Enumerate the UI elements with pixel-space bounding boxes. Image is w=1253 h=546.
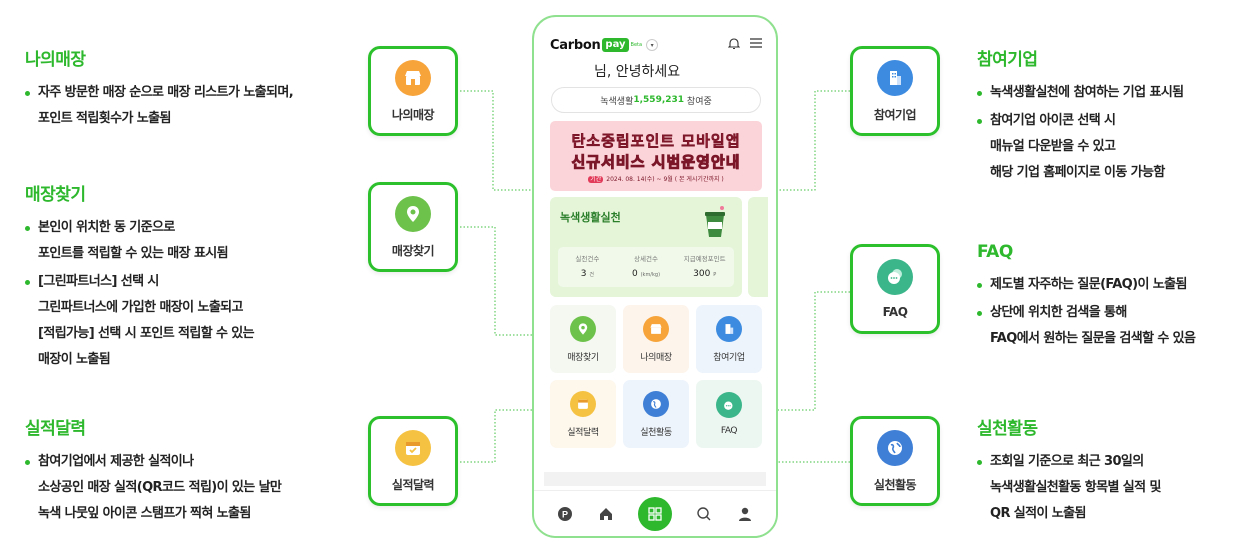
desc-bullet: 녹색생활실천에 참여하는 기업 표시됨 — [977, 80, 1247, 106]
desc-bullet: 조회일 기준으로 최근 30일의 녹색생활실천활동 항목별 실적 및 QR 실적… — [977, 449, 1247, 527]
tile-label: FAQ — [720, 426, 738, 436]
tile-activity[interactable]: 실천활동 — [623, 380, 689, 448]
connector-find — [460, 226, 545, 336]
tile-mystore[interactable]: 나의매장 — [623, 305, 689, 373]
tile-label: 매장찾기 — [567, 352, 599, 363]
desc-title: 참여기업 — [977, 50, 1038, 70]
tile-label: 나의매장 — [640, 352, 672, 363]
tile-label: 실적달력 — [567, 427, 599, 438]
menu-grid-icon[interactable] — [637, 496, 672, 531]
tile-calendar[interactable]: 실적달력 — [550, 380, 616, 448]
desc-bullet: 상단에 위치한 검색을 통해 FAQ에서 원하는 질문을 검색할 수 있음 — [977, 300, 1253, 352]
search-icon[interactable] — [695, 505, 713, 523]
calendar-icon — [395, 429, 431, 466]
card-label: 실천활동 — [873, 477, 917, 492]
building-icon — [716, 315, 742, 342]
next-card-peek[interactable] — [748, 197, 768, 297]
globe-icon — [643, 390, 669, 417]
card-label: 참여기업 — [873, 107, 917, 122]
chevron-down-icon[interactable]: ▾ — [646, 39, 659, 51]
desc-bullet: 참여기업 아이콘 선택 시 매뉴얼 다운받을 수 있고 해당 기업 홈페이지로 … — [977, 108, 1247, 186]
home-icon[interactable] — [597, 505, 615, 523]
brand-pay-badge: pay — [602, 38, 629, 52]
phone-mockup: Carbon pay Beta ▾ 님, 안녕하세요 녹색생활 1,559,23… — [532, 15, 778, 538]
stat-prefix: 녹색생활 — [600, 96, 634, 107]
svg-text:P: P — [562, 509, 568, 519]
card-find-store: 매장찾기 — [368, 182, 458, 272]
tile-label: 실천활동 — [640, 427, 672, 438]
desc-bullet: 자주 방문한 매장 순으로 매장 리스트가 노출되며, 포인트 적립횟수가 노출… — [25, 80, 355, 132]
banner-line2: 신규서비스 시범운영안내 — [571, 153, 741, 172]
connector-faq — [762, 291, 850, 411]
bell-icon[interactable] — [727, 37, 741, 54]
desc-title: FAQ — [977, 242, 1013, 262]
stat-suffix: 참여중 — [686, 96, 712, 107]
desc-title: 나의매장 — [25, 50, 86, 70]
desc-faq: FAQ 제도별 자주하는 질문(FAQ)이 노출됨 상단에 위치한 검색을 통해… — [977, 242, 1253, 354]
location-pin-icon — [395, 195, 431, 232]
calendar-icon — [570, 390, 596, 417]
desc-activity: 실천활동 조회일 기준으로 최근 30일의 녹색생활실천활동 항목별 실적 및 … — [977, 414, 1247, 529]
bottom-nav: P — [534, 490, 776, 536]
coffee-cup-icon — [705, 206, 725, 237]
card-faq: FAQ — [850, 244, 940, 334]
connector-calendar — [460, 409, 545, 463]
chat-bubble-icon — [716, 392, 742, 418]
desc-bullet: 본인이 위치한 동 기준으로 포인트를 적립할 수 있는 매장 표시됨 — [25, 215, 355, 267]
desc-title: 실적달력 — [25, 419, 86, 439]
card-company: 참여기업 — [850, 46, 940, 136]
greeting-text: 님, 안녕하세요 — [594, 64, 681, 80]
desc-title: 매장찾기 — [25, 185, 86, 205]
banner-tag: 기간 — [588, 176, 604, 183]
desc-calendar: 실적달력 참여기업에서 제공한 실적이나 소상공인 매장 실적(QR코드 적립)… — [25, 414, 365, 529]
beta-badge: Beta — [630, 42, 643, 48]
desc-bullet: 제도별 자주하는 질문(FAQ)이 노출됨 — [977, 272, 1253, 298]
desc-find-store: 매장찾기 본인이 위치한 동 기준으로 포인트를 적립할 수 있는 매장 표시됨… — [25, 180, 355, 375]
tile-faq[interactable]: FAQ — [696, 380, 762, 448]
green-card-title: 녹색생활실천 — [560, 211, 621, 224]
desc-company: 참여기업 녹색생활실천에 참여하는 기업 표시됨 참여기업 아이콘 선택 시 매… — [977, 45, 1247, 188]
desc-bullet: 참여기업에서 제공한 실적이나 소상공인 매장 실적(QR코드 적립)이 있는 … — [25, 449, 365, 527]
participation-stat: 녹색생활 1,559,231 참여중 — [551, 87, 761, 113]
card-label: 실적달력 — [391, 477, 435, 492]
desc-mystore: 나의매장 자주 방문한 매장 순으로 매장 리스트가 노출되며, 포인트 적립횟… — [25, 45, 355, 134]
card-label: 매장찾기 — [391, 243, 435, 258]
point-icon[interactable]: P — [556, 505, 574, 523]
desc-bullet: [그린파트너스] 선택 시 그린파트너스에 가입한 매장이 노출되고 [적립가능… — [25, 269, 355, 373]
building-icon — [877, 59, 913, 96]
brand-logo: Carbon — [550, 37, 601, 53]
card-calendar: 실적달력 — [368, 416, 458, 506]
hamburger-menu-icon[interactable] — [750, 37, 762, 54]
app-header: Carbon pay Beta ▾ — [550, 35, 762, 55]
card-label: FAQ — [882, 305, 908, 319]
store-icon — [643, 315, 669, 342]
store-icon — [395, 59, 431, 96]
stat-count: 1,559,231 — [633, 95, 685, 105]
tile-label: 참여기업 — [713, 352, 745, 363]
tile-company[interactable]: 참여기업 — [696, 305, 762, 373]
globe-icon — [877, 429, 913, 466]
content-divider — [544, 472, 766, 486]
tile-find-store[interactable]: 매장찾기 — [550, 305, 616, 373]
card-label: 나의매장 — [391, 107, 435, 122]
desc-title: 실천활동 — [977, 419, 1038, 439]
card-mystore: 나의매장 — [368, 46, 458, 136]
chat-bubble-icon — [877, 259, 913, 295]
banner-line1: 탄소중립포인트 모바일앱 — [571, 132, 741, 151]
user-icon[interactable] — [736, 505, 754, 523]
card-activity: 실천활동 — [850, 416, 940, 506]
location-pin-icon — [570, 315, 596, 342]
